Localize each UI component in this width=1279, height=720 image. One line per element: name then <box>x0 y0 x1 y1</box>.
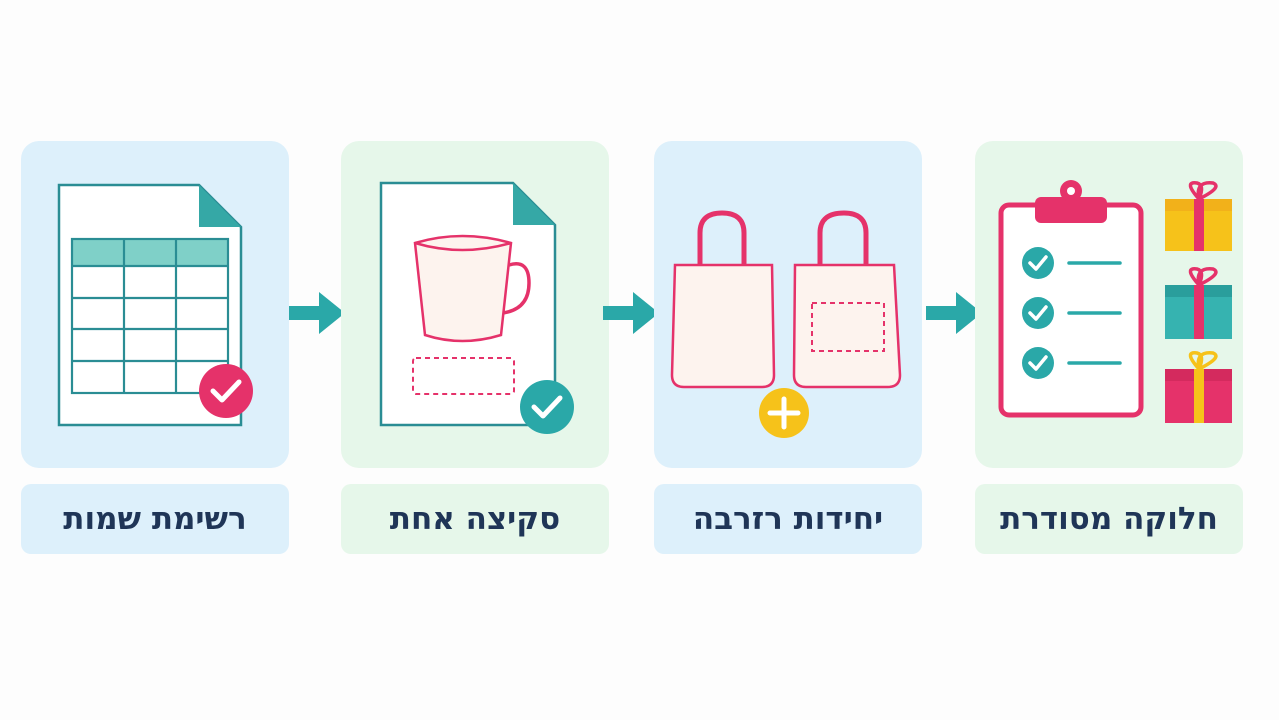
step-label-one-sketch: סקיצה אחת <box>341 484 609 554</box>
check-badge-icon <box>199 364 253 418</box>
step-label-spare-units: יחידות רזרבה <box>654 484 922 554</box>
step-label-names-list: רשימת שמות <box>21 484 289 554</box>
mug-sketch-document-icon <box>379 181 574 434</box>
plus-badge-icon <box>759 388 809 438</box>
step-card-spare-units <box>654 141 922 468</box>
tote-bags-icon <box>670 210 902 438</box>
check-badge-icon <box>520 380 574 434</box>
arrow-right-icon <box>603 292 659 334</box>
step-card-names-list <box>21 141 289 468</box>
arrow-right-icon <box>289 292 345 334</box>
step-card-one-sketch <box>341 141 609 468</box>
arrow-right-icon <box>926 292 982 334</box>
spreadsheet-document-icon <box>57 183 253 427</box>
gift-boxes-icon <box>1165 181 1232 423</box>
step-label-organized-distribution: חלוקה מסודרת <box>975 484 1243 554</box>
step-card-organized-distribution <box>975 141 1243 468</box>
checklist-clipboard-icon <box>998 180 1232 423</box>
